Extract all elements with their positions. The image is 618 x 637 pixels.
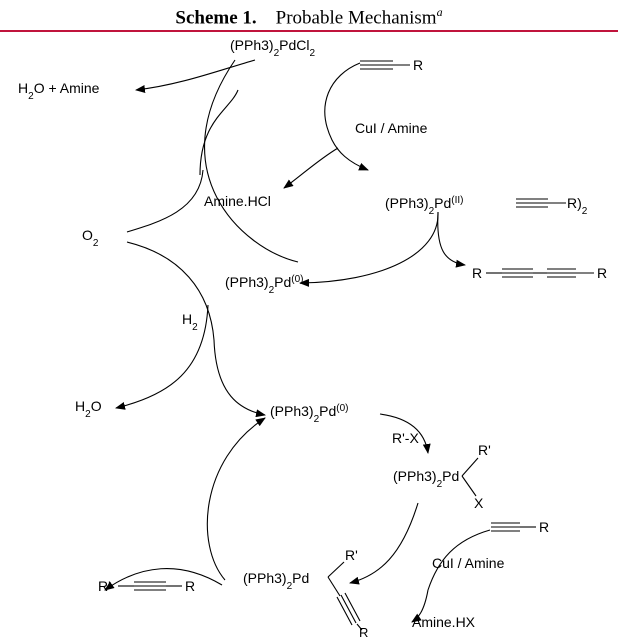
scheme-title-text: Probable Mechanism <box>275 7 437 29</box>
diyne-right-r: R <box>597 265 607 281</box>
cui-amine-bottom-label: CuI / Amine <box>432 555 505 571</box>
scheme-label: Scheme 1. <box>175 7 257 29</box>
arc-pd0-to-pdcl2 <box>204 59 299 263</box>
arc-o2-upper <box>126 169 204 233</box>
arc-oa-to-tm <box>349 502 419 585</box>
water-label: H2O <box>75 398 102 420</box>
tm-r-label: R' <box>345 547 358 563</box>
arc-alkyne-to-pd-ii <box>324 62 369 171</box>
scheme-footnote-marker: a <box>436 5 443 19</box>
pd0-lower-label: (PPh3)2Pd(0) <box>270 403 349 425</box>
pdcl2-label: (PPh3)2PdCl2 <box>230 37 316 59</box>
alkyne-bottom-r: R <box>539 519 549 535</box>
arrow-regenerate-pd0 <box>206 417 266 581</box>
arrow-oxidative-addition <box>379 413 431 454</box>
pd-ii-alkynyl-label: (PPh3)2Pd(II) <box>385 195 463 217</box>
title-rule <box>0 30 618 32</box>
arrow-to-water-amine <box>135 59 256 93</box>
arrow-to-amine-hcl <box>199 89 239 176</box>
arrow-to-coupled-product <box>104 568 223 591</box>
arrow-to-amine-hx <box>411 589 429 623</box>
h2-label: H2 <box>182 311 198 333</box>
diyne-left-r: R <box>472 265 482 281</box>
alkyne-top-r: R <box>413 57 423 73</box>
o2-label: O2 <box>82 227 99 249</box>
arrow-cui-to-amine-hcl <box>283 147 339 189</box>
water-amine-label: H2O + Amine <box>18 80 100 102</box>
amine-hcl-label: Amine.HCl <box>204 193 271 209</box>
product-right-r: R <box>185 578 195 594</box>
oa-r-label: R' <box>478 442 491 458</box>
arrow-to-pd0-lower <box>213 339 266 418</box>
tm-pd-label: (PPh3)2Pd <box>243 570 309 592</box>
arc-pd-ii-to-pd0 <box>299 211 439 287</box>
arc-alkyne-bottom-in <box>427 529 491 591</box>
pd0-upper-label: (PPh3)2Pd(0) <box>225 274 304 296</box>
arrow-to-water <box>115 304 209 410</box>
pd-ii-alkynyl-r: R)2 <box>567 195 588 217</box>
product-left-r: R' <box>98 578 111 594</box>
tm-alkyne-r: R <box>359 625 368 637</box>
oa-x-label: X <box>474 495 484 511</box>
amine-hx-label: Amine.HX <box>412 614 476 630</box>
scheme-title: Scheme 1. Probable Mechanisma <box>0 5 618 29</box>
cui-amine-top-label: CuI / Amine <box>355 120 428 136</box>
arc-o2-lower <box>126 241 215 341</box>
rx-label: R'-X <box>392 430 419 446</box>
arrow-to-diyne <box>437 211 466 268</box>
oa-pd-label: (PPh3)2Pd <box>393 468 459 490</box>
